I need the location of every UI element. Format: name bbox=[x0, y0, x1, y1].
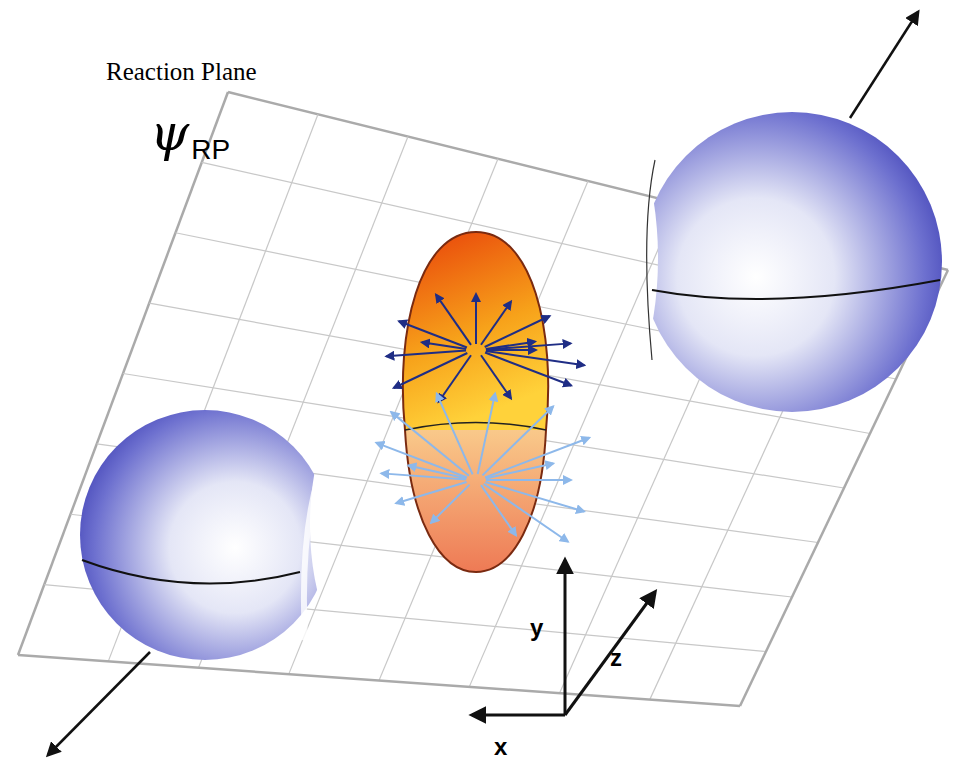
flow-arrow bbox=[391, 412, 469, 476]
flow-arrow bbox=[475, 294, 477, 344]
grid-line bbox=[18, 655, 740, 706]
grid-line bbox=[379, 181, 588, 681]
flow-arrow bbox=[485, 316, 550, 347]
overlap-region bbox=[403, 232, 548, 572]
axis-label: x bbox=[494, 735, 507, 759]
flow-arrow bbox=[478, 393, 495, 474]
flow-arrow bbox=[481, 355, 511, 398]
flow-arrow bbox=[396, 482, 466, 503]
flow-arrow bbox=[486, 349, 536, 351]
axes bbox=[472, 560, 655, 715]
reaction-plane-grid bbox=[18, 92, 948, 706]
flow-arrow bbox=[484, 484, 568, 542]
flow-arrow bbox=[431, 485, 470, 523]
plane-symbol: ψ bbox=[150, 108, 189, 158]
flow-arrow bbox=[376, 443, 467, 478]
plane-subscript: RP bbox=[191, 136, 230, 164]
flow-arrow bbox=[481, 485, 516, 535]
flow-arrow bbox=[422, 342, 466, 349]
flow-arrow bbox=[437, 394, 473, 475]
flow-arrow bbox=[394, 353, 468, 388]
flow-arrow bbox=[386, 351, 466, 357]
axis-label: z bbox=[610, 646, 622, 670]
flow-arrow bbox=[486, 463, 554, 478]
axis-label: y bbox=[530, 616, 543, 640]
flow-arrows bbox=[376, 294, 589, 542]
nucleus-left bbox=[80, 410, 330, 660]
flow-arrow bbox=[481, 302, 511, 345]
motion-arrow bbox=[48, 652, 150, 755]
flow-arrow bbox=[486, 342, 535, 349]
flow-arrow bbox=[436, 295, 471, 345]
plane-title: Reaction Plane bbox=[106, 58, 257, 86]
flow-arrow bbox=[485, 438, 589, 478]
nucleus-right bbox=[642, 112, 942, 412]
flow-arrow bbox=[485, 482, 584, 511]
flow-arrow bbox=[486, 479, 571, 481]
flow-arrow bbox=[439, 355, 472, 402]
motion-arrow bbox=[850, 12, 918, 118]
flow-arrow bbox=[408, 466, 466, 479]
